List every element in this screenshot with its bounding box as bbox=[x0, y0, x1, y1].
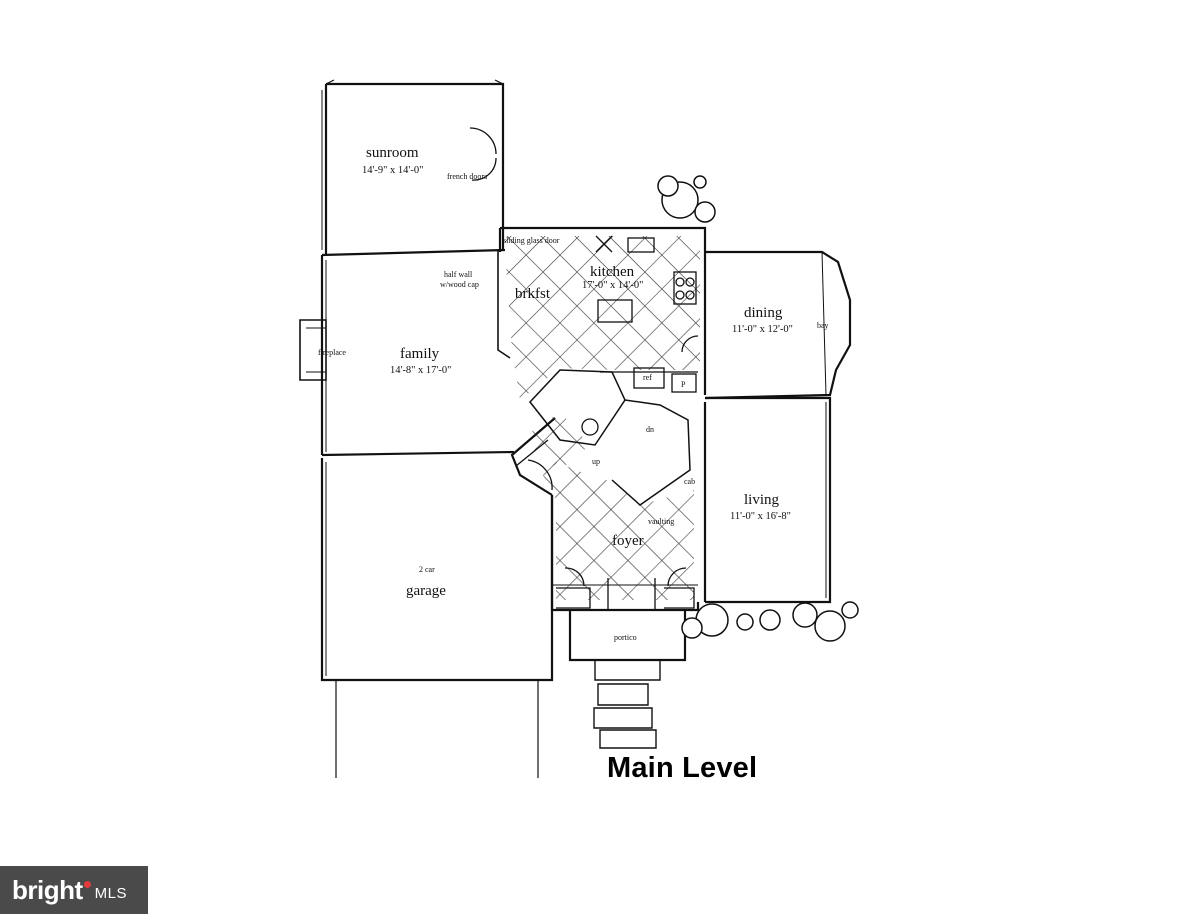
walls bbox=[299, 79, 852, 778]
sunroom-label: sunroom bbox=[366, 145, 419, 161]
living-label: living bbox=[744, 492, 780, 508]
vaulting-note: vaulting bbox=[648, 517, 674, 526]
portico-label: portico bbox=[614, 633, 637, 642]
half-wall-note: half wall bbox=[444, 270, 473, 279]
dn-note: dn bbox=[646, 425, 654, 434]
kitchen-label: kitchen bbox=[590, 264, 635, 280]
logo-wordmark: bright bbox=[12, 874, 83, 905]
sliding-glass-door-note: sliding glass door bbox=[503, 236, 560, 245]
landscaping bbox=[657, 175, 859, 642]
cab-note: cab bbox=[684, 477, 695, 486]
bay-note: bay bbox=[817, 321, 829, 330]
doors bbox=[469, 127, 695, 610]
kitchen-dims: 17'-0" x 14'-0" bbox=[582, 280, 643, 291]
garage-note: 2 car bbox=[419, 565, 435, 574]
page-title: Main Level bbox=[607, 752, 758, 784]
family-label: family bbox=[400, 346, 440, 362]
logo-dot-icon bbox=[83, 880, 91, 888]
bright-mls-logo: bright MLS bbox=[0, 866, 148, 914]
fireplace-note: fireplace bbox=[318, 348, 346, 357]
wood-cap-note: w/wood cap bbox=[440, 280, 479, 289]
family-dims: 14'-8" x 17'-0" bbox=[390, 365, 451, 376]
brkfst-label: brkfst bbox=[515, 286, 551, 302]
french-doors-note: french doors bbox=[447, 172, 487, 181]
kitchen-fixtures bbox=[581, 235, 699, 436]
garage-label: garage bbox=[406, 583, 446, 599]
room-labels: sunroom 14'-9" x 14'-0" french doors sli… bbox=[318, 145, 829, 642]
up-note: up bbox=[592, 457, 600, 466]
dining-dims: 11'-0" x 12'-0" bbox=[732, 324, 793, 335]
pantry-note: P bbox=[681, 380, 686, 389]
dining-label: dining bbox=[744, 305, 783, 321]
living-dims: 11'-0" x 16'-8" bbox=[730, 511, 791, 522]
logo-suffix: MLS bbox=[94, 884, 127, 902]
foyer-label: foyer bbox=[612, 533, 644, 549]
tile-floor bbox=[505, 236, 700, 600]
ref-note: ref bbox=[643, 373, 652, 382]
sunroom-dims: 14'-9" x 14'-0" bbox=[362, 165, 423, 176]
